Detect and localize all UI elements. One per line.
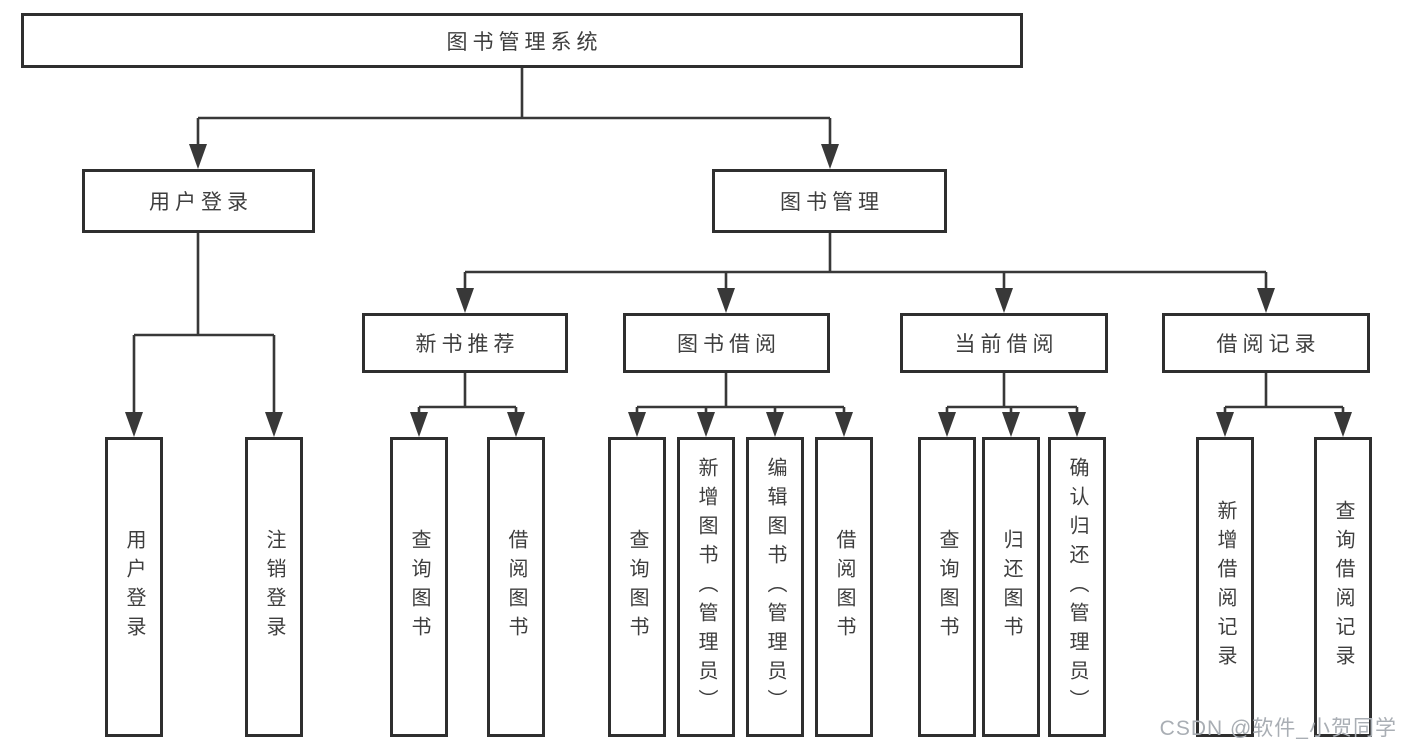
leaf-add-book-admin: 新增图书（管理员）	[677, 437, 735, 737]
connector-current-borrow-to-leaves	[945, 373, 1079, 416]
arrowhead	[189, 144, 207, 169]
arrowhead	[995, 288, 1013, 313]
node-user-login: 用户登录	[82, 169, 315, 233]
arrowhead	[1002, 412, 1020, 437]
arrowhead	[938, 412, 956, 437]
leaf-logout: 注销登录	[245, 437, 303, 737]
leaf-borrow-book-recommend: 借阅图书	[487, 437, 545, 737]
node-book-management: 图书管理	[712, 169, 947, 233]
node-book-borrow: 图书借阅	[623, 313, 830, 373]
leaf-confirm-return-admin: 确认归还（管理员）	[1048, 437, 1106, 737]
arrowhead	[1216, 412, 1234, 437]
node-root-system: 图书管理系统	[21, 13, 1023, 68]
connector-book-borrow-to-leaves	[635, 373, 846, 416]
leaf-query-book-recommend: 查询图书	[390, 437, 448, 737]
arrowhead	[1068, 412, 1086, 437]
leaf-return-book: 归还图书	[982, 437, 1040, 737]
leaf-edit-book-admin: 编辑图书（管理员）	[746, 437, 804, 737]
arrowhead	[766, 412, 784, 437]
connector-new-book-rec-to-leaves	[417, 373, 518, 416]
arrowhead	[628, 412, 646, 437]
arrowhead	[456, 288, 474, 313]
connector-user-login-to-leaves	[132, 233, 276, 416]
leaf-add-borrow-record: 新增借阅记录	[1196, 437, 1254, 737]
arrowhead	[835, 412, 853, 437]
arrowhead	[410, 412, 428, 437]
arrowhead	[507, 412, 525, 437]
arrowhead	[125, 412, 143, 437]
node-borrow-record: 借阅记录	[1162, 313, 1370, 373]
leaf-query-borrow-record: 查询借阅记录	[1314, 437, 1372, 737]
leaf-query-book-borrow: 查询图书	[608, 437, 666, 737]
leaf-borrow-book: 借阅图书	[815, 437, 873, 737]
connector-book-mgmt-to-level3	[463, 233, 1268, 292]
arrowhead	[821, 144, 839, 169]
connector-root-to-level2	[196, 68, 832, 147]
arrowhead	[697, 412, 715, 437]
arrowhead	[265, 412, 283, 437]
connector-borrow-record-to-leaves	[1223, 373, 1345, 416]
node-current-borrow: 当前借阅	[900, 313, 1108, 373]
leaf-query-book-current: 查询图书	[918, 437, 976, 737]
node-new-book-recommend: 新书推荐	[362, 313, 568, 373]
arrowhead	[1257, 288, 1275, 313]
csdn-watermark: CSDN @软件_小贺同学	[1159, 717, 1397, 740]
leaf-user-login: 用户登录	[105, 437, 163, 737]
arrowhead	[717, 288, 735, 313]
arrowhead	[1334, 412, 1352, 437]
